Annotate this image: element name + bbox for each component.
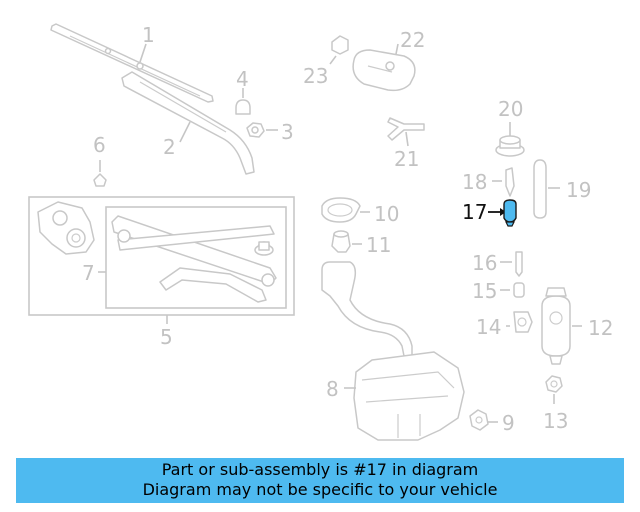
callout-13: 13 bbox=[543, 409, 568, 433]
parts-diagram: 1 2 3 4 6 5 7 bbox=[28, 23, 613, 441]
callout-20: 20 bbox=[498, 97, 523, 121]
part-17-highlighted: 17 bbox=[462, 199, 517, 227]
part-10-cap: 10 bbox=[321, 197, 399, 226]
callout-9: 9 bbox=[502, 411, 515, 435]
part-19-hose: 19 bbox=[533, 159, 591, 219]
part-7-linkage: 7 bbox=[82, 206, 287, 309]
banner-line-2: Diagram may not be specific to your vehi… bbox=[142, 480, 498, 499]
callout-10: 10 bbox=[374, 202, 399, 226]
part-18-valve: 18 bbox=[462, 167, 515, 197]
callout-16: 16 bbox=[472, 251, 497, 275]
callout-1: 1 bbox=[142, 23, 155, 47]
linkage-grommet bbox=[254, 241, 274, 256]
callout-6: 6 bbox=[93, 133, 106, 157]
callout-17: 17 bbox=[462, 200, 487, 224]
callout-21: 21 bbox=[394, 147, 419, 171]
callout-3: 3 bbox=[281, 120, 294, 144]
part-23-clip: 23 bbox=[303, 35, 349, 88]
callout-14: 14 bbox=[476, 315, 501, 339]
banner-line-1: Part or sub-assembly is #17 in diagram bbox=[161, 460, 479, 479]
part-16-pin: 16 bbox=[472, 251, 523, 277]
callout-23: 23 bbox=[303, 64, 328, 88]
callout-15: 15 bbox=[472, 279, 497, 303]
callout-18: 18 bbox=[462, 170, 487, 194]
part-3-nut: 3 bbox=[246, 120, 294, 144]
part-15-seal: 15 bbox=[472, 279, 525, 303]
callout-8: 8 bbox=[326, 377, 339, 401]
callout-2: 2 bbox=[163, 135, 176, 159]
part-info-banner: Part or sub-assembly is #17 in diagram D… bbox=[16, 458, 624, 503]
callout-22: 22 bbox=[400, 28, 425, 52]
callout-4: 4 bbox=[236, 67, 249, 91]
part-5-linkage-frame: 5 bbox=[28, 196, 295, 349]
part-8-reservoir: 8 bbox=[321, 261, 465, 441]
part-2-wiper-blade: 2 bbox=[121, 71, 255, 175]
callout-11: 11 bbox=[366, 233, 391, 257]
part-4-cap: 4 bbox=[235, 67, 251, 115]
part-20-grommet: 20 bbox=[495, 97, 525, 157]
part-14-connector: 14 bbox=[476, 311, 533, 339]
part-11-neck: 11 bbox=[331, 230, 391, 257]
callout-12: 12 bbox=[588, 316, 613, 340]
wiper-motor bbox=[37, 201, 95, 255]
part-21-connector: 21 bbox=[387, 117, 425, 171]
part-9-bolt: 9 bbox=[469, 409, 515, 435]
part-13-grommet: 13 bbox=[543, 375, 568, 433]
callout-19: 19 bbox=[566, 178, 591, 202]
part-12-pump: 12 bbox=[541, 287, 613, 365]
part-22-cover: 22 bbox=[352, 28, 425, 92]
part-6-clip: 6 bbox=[93, 133, 107, 187]
callout-7: 7 bbox=[82, 261, 95, 285]
callout-5: 5 bbox=[160, 325, 173, 349]
part-1-wiper-arm: 1 bbox=[50, 23, 214, 103]
